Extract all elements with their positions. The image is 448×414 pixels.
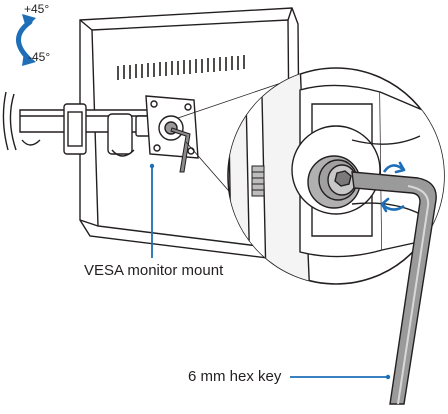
vent-slots	[117, 55, 245, 80]
tilt-up-label: +45°	[24, 2, 50, 16]
tilt-down-label: -45°	[28, 50, 51, 64]
vesa-monitor-mount-label: VESA monitor mount	[84, 262, 224, 279]
monitor-arm	[2, 91, 155, 157]
small-hex-key-icon	[170, 127, 191, 173]
hex-key-label: 6 mm hex key	[188, 368, 282, 385]
tilt-arrow-icon	[16, 14, 36, 66]
vesa-plate	[145, 95, 199, 159]
large-bolt-icon	[307, 155, 361, 209]
large-hex-key-icon	[351, 171, 437, 405]
callout-leaders	[149, 163, 391, 380]
thread-stub	[251, 165, 265, 197]
rotation-arrow-icon	[380, 161, 406, 213]
